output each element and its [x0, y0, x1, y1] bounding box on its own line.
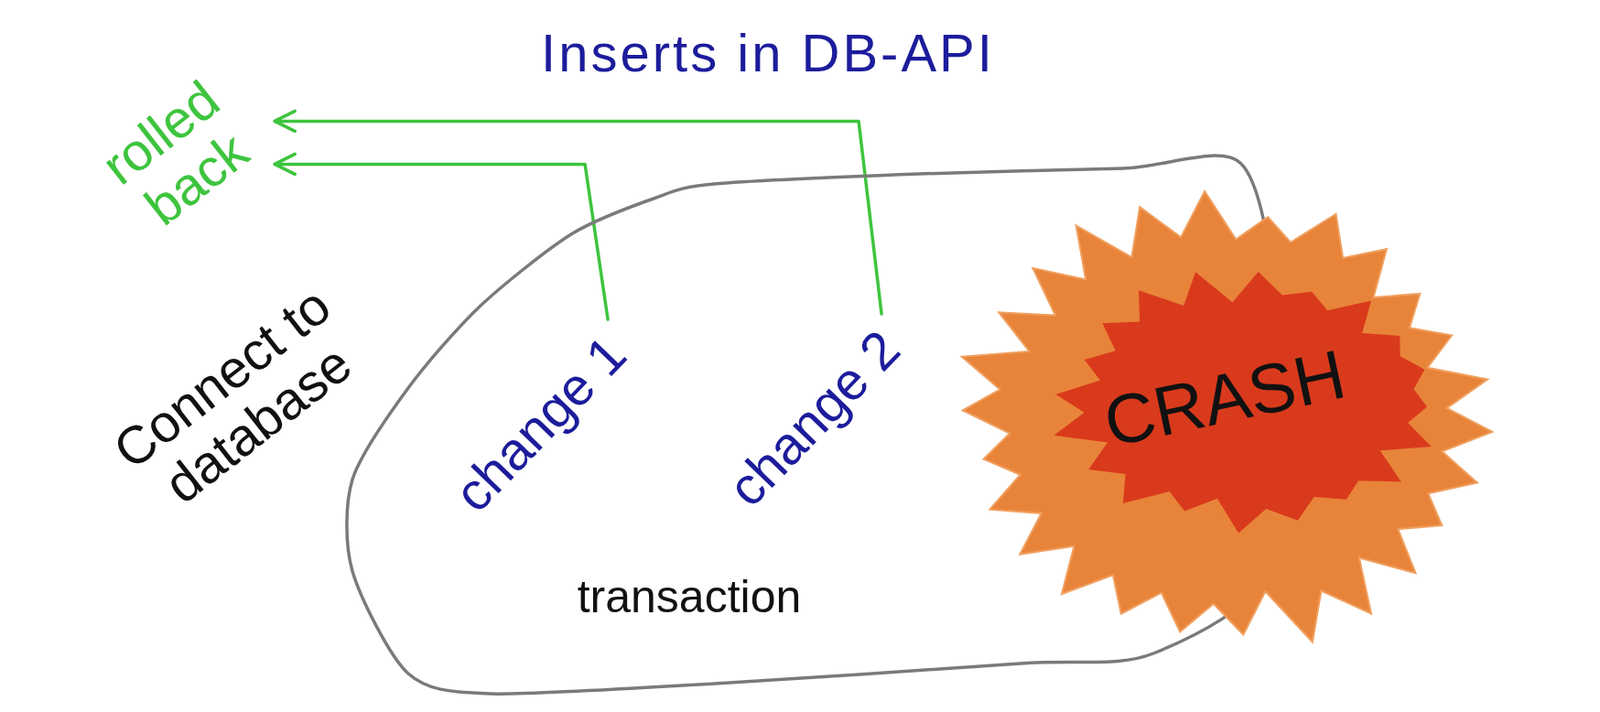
- change-step: change 1: [443, 324, 638, 523]
- diagram-title: Inserts in DB-API: [540, 23, 995, 83]
- rollback-arrow: [274, 120, 882, 314]
- outcome-label: rolled back: [91, 69, 266, 242]
- change-step: change 2: [716, 319, 911, 518]
- burst-inner: [1053, 271, 1431, 533]
- node-text: change 2: [716, 319, 911, 518]
- node-text: transaction: [577, 572, 802, 623]
- crash-burst: CRASH: [939, 188, 1511, 654]
- node-text: change 1: [443, 324, 638, 523]
- node-text: rolled back: [91, 69, 266, 242]
- burst-outer: [962, 191, 1493, 643]
